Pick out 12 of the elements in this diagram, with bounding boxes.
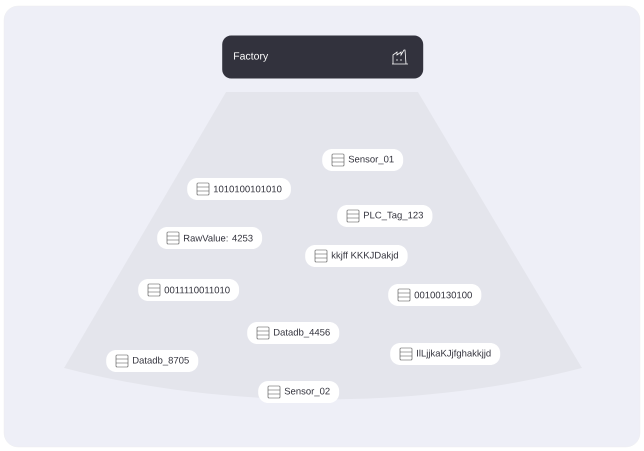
tag-pill: Sensor_02 bbox=[258, 381, 340, 403]
tag-pill: RawValue: 4253 bbox=[157, 227, 262, 249]
tag-pill: Datadb_4456 bbox=[247, 322, 340, 344]
tag-pill: IlLjjkaKJjfghakkjjd bbox=[390, 343, 500, 365]
tag-pill: 1010100101010 bbox=[187, 178, 291, 200]
tag-pill: PLC_Tag_123 bbox=[337, 205, 432, 227]
tag-pill: kkjff KKKJDakjd bbox=[305, 245, 408, 267]
tag-pill: Sensor_01 bbox=[322, 149, 404, 171]
tag-pill: Datadb_8705 bbox=[106, 350, 198, 372]
factory-box: Factory bbox=[222, 36, 424, 78]
tag-pill: 00100130100 bbox=[388, 284, 482, 306]
tag-pill: 0011110011010 bbox=[138, 279, 240, 301]
